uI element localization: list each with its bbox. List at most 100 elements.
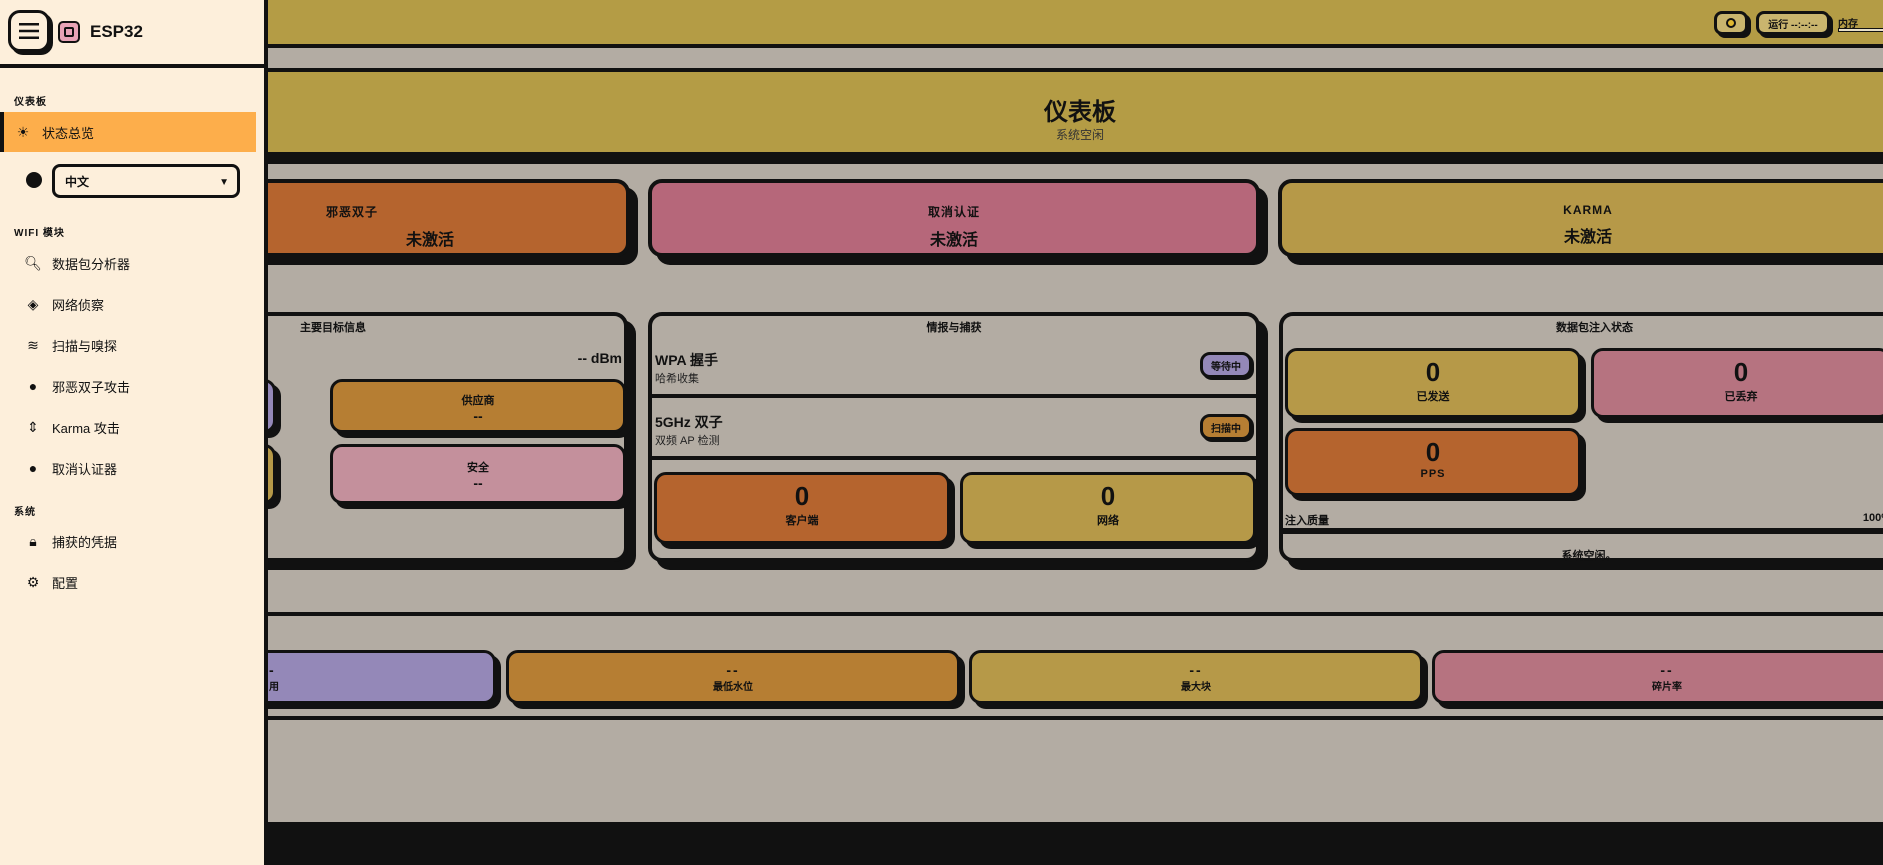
sidebar-item-label: 邪恶双子攻击: [52, 379, 131, 395]
heap-value: -: [269, 662, 276, 678]
row-subtitle: 哈希收集: [655, 373, 699, 385]
sidebar-item-label: 状态总览: [42, 125, 95, 141]
dashboard-hero: 仪表板 系统空闲: [230, 68, 1883, 156]
system-status-text: 系统空闲: [1055, 128, 1104, 142]
sort-arrows-icon: ⇕: [27, 418, 39, 435]
panel-title: 情报与捕获: [926, 322, 982, 334]
vendor-label: 供应商: [461, 395, 495, 407]
security-label: 安全: [467, 462, 489, 474]
sidebar-item-label: 网络侦察: [52, 297, 105, 313]
globe-icon: [26, 172, 42, 188]
panel-title: 主要目标信息: [300, 322, 366, 334]
list-item: 5GHz 双子 双频 AP 检测 扫描中: [652, 402, 1256, 460]
language-select[interactable]: 中文 ▼: [52, 164, 240, 198]
sidebar-item-deauther[interactable]: ● 取消认证器: [0, 448, 256, 488]
heap-value: --: [726, 662, 740, 678]
sidebar-item-packet-analyzer[interactable]: 🔍︎ 数据包分析器: [0, 243, 256, 283]
clients-label: 客户端: [785, 515, 819, 527]
sidebar-item-label: Karma 攻击: [52, 420, 120, 436]
circle-icon: ●: [28, 460, 38, 476]
security-box: 安全 --: [330, 444, 626, 504]
user-icon: ●: [28, 378, 38, 394]
status-card-value: 未激活: [1563, 229, 1612, 246]
karma-status-card[interactable]: KARMA 未激活: [1278, 179, 1883, 257]
deauth-status-card[interactable]: 取消认证 未激活: [648, 179, 1260, 257]
wifi-icon: ≋: [27, 336, 39, 353]
heap-fragmentation-box: -- 碎片率: [1432, 650, 1883, 704]
quality-bar: [1283, 528, 1883, 534]
sidebar-item-config[interactable]: ⚙ 配置: [0, 562, 256, 602]
packet-injection-panel: 数据包注入状态 0 已发送 0 已丢弃 0 PPS 注入质量 100% 系统空闲…: [1279, 312, 1883, 562]
status-card-value: 未激活: [405, 232, 454, 249]
sidebar-header: ESP32: [0, 0, 264, 68]
row-title: 5GHz 双子: [655, 414, 723, 430]
sidebar-item-label: 配置: [52, 575, 79, 591]
language-value: 中文: [65, 174, 90, 189]
language-row: 中文 ▼: [0, 162, 256, 200]
target-info-panel: 主要目标信息 -- dBm 供应商 -- 安全 --: [224, 312, 628, 562]
lock-icon: 🔒︎: [29, 532, 37, 549]
quality-value: 100%: [1862, 512, 1883, 524]
dropped-counter: 0 已丢弃: [1591, 348, 1883, 418]
sidebar-item-credentials[interactable]: 🔒︎ 捕获的凭据: [0, 521, 256, 561]
sidebar-item-overview[interactable]: ☀ 状态总览: [0, 112, 256, 152]
footer-bar: [0, 822, 1883, 865]
sidebar-item-label: 扫描与嗅探: [52, 338, 118, 354]
sent-value: 0: [1425, 357, 1441, 387]
heap-label: 最低水位: [713, 682, 753, 693]
signal-strength: -- dBm: [577, 350, 622, 366]
heap-label: 最大块: [1181, 682, 1211, 693]
hamburger-icon: [19, 23, 39, 39]
status-badge: 扫描中: [1200, 414, 1252, 440]
sidebar-item-evil-twin[interactable]: ● 邪恶双子攻击: [0, 366, 256, 406]
sidebar-item-recon[interactable]: ◈ 网络侦察: [0, 284, 256, 324]
networks-counter: 0 网络: [960, 472, 1256, 544]
injection-status-text: 系统空闲。: [1561, 550, 1617, 562]
section-label-wifi: WIFI 模块: [14, 228, 65, 239]
status-card-label: 取消认证: [927, 205, 980, 219]
top-bar: 运行 --:--:-- 内存: [0, 0, 1883, 48]
row-subtitle: 双频 AP 检测: [655, 435, 720, 447]
status-card-label: KARMA: [1563, 203, 1613, 217]
sidebar-item-scan-sniff[interactable]: ≋ 扫描与嗅探: [0, 325, 256, 365]
panel-title: 数据包注入状态: [1556, 322, 1633, 334]
clients-counter: 0 客户端: [654, 472, 950, 544]
pps-counter: 0 PPS: [1285, 428, 1581, 496]
row-title: WPA 握手: [655, 352, 718, 368]
heap-used-box: - 用: [230, 650, 496, 704]
sun-icon: [1726, 18, 1736, 28]
status-card-label: 邪恶双子: [326, 205, 379, 219]
networks-label: 网络: [1097, 515, 1119, 527]
evil-twin-status-card[interactable]: 邪恶双子 未激活: [230, 179, 630, 257]
heap-min-box: -- 最低水位: [506, 650, 960, 704]
sent-counter: 0 已发送: [1285, 348, 1581, 418]
dropped-label: 已丢弃: [1724, 391, 1758, 403]
heap-label: 用: [269, 682, 279, 693]
pps-value: 0: [1425, 437, 1441, 467]
sidebar: ESP32 仪表板 ☀ 状态总览 中文 ▼ WIFI 模块 🔍︎ 数据包分析器 …: [0, 0, 268, 865]
sidebar-item-karma[interactable]: ⇕ Karma 攻击: [0, 407, 256, 447]
vendor-value: --: [473, 408, 483, 424]
menu-toggle-button[interactable]: [8, 10, 50, 52]
security-value: --: [473, 475, 483, 491]
theme-toggle-button[interactable]: [1714, 11, 1748, 35]
networks-value: 0: [1100, 481, 1116, 511]
uptime-chip: 运行 --:--:--: [1756, 11, 1830, 35]
quality-label: 注入质量: [1285, 515, 1329, 527]
layers-icon: ◈: [27, 295, 39, 312]
clients-value: 0: [794, 481, 810, 511]
sent-label: 已发送: [1416, 391, 1450, 403]
memory-bar: [1838, 28, 1883, 32]
heap-section: --: [230, 612, 1883, 720]
intel-capture-panel: 情报与捕获 WPA 握手 哈希收集 等待中 5GHz 双子 双频 AP 检测 扫…: [648, 312, 1260, 562]
status-badge: 等待中: [1200, 352, 1252, 378]
dropped-value: 0: [1733, 357, 1749, 387]
heap-value: --: [1189, 662, 1203, 678]
search-icon: 🔍︎: [24, 254, 42, 271]
list-item: WPA 握手 哈希收集 等待中: [652, 340, 1256, 398]
sidebar-item-label: 数据包分析器: [52, 256, 131, 272]
section-label-system: 系统: [14, 507, 36, 518]
sidebar-item-label: 取消认证器: [52, 461, 118, 477]
memory-label: 内存: [1838, 19, 1858, 30]
